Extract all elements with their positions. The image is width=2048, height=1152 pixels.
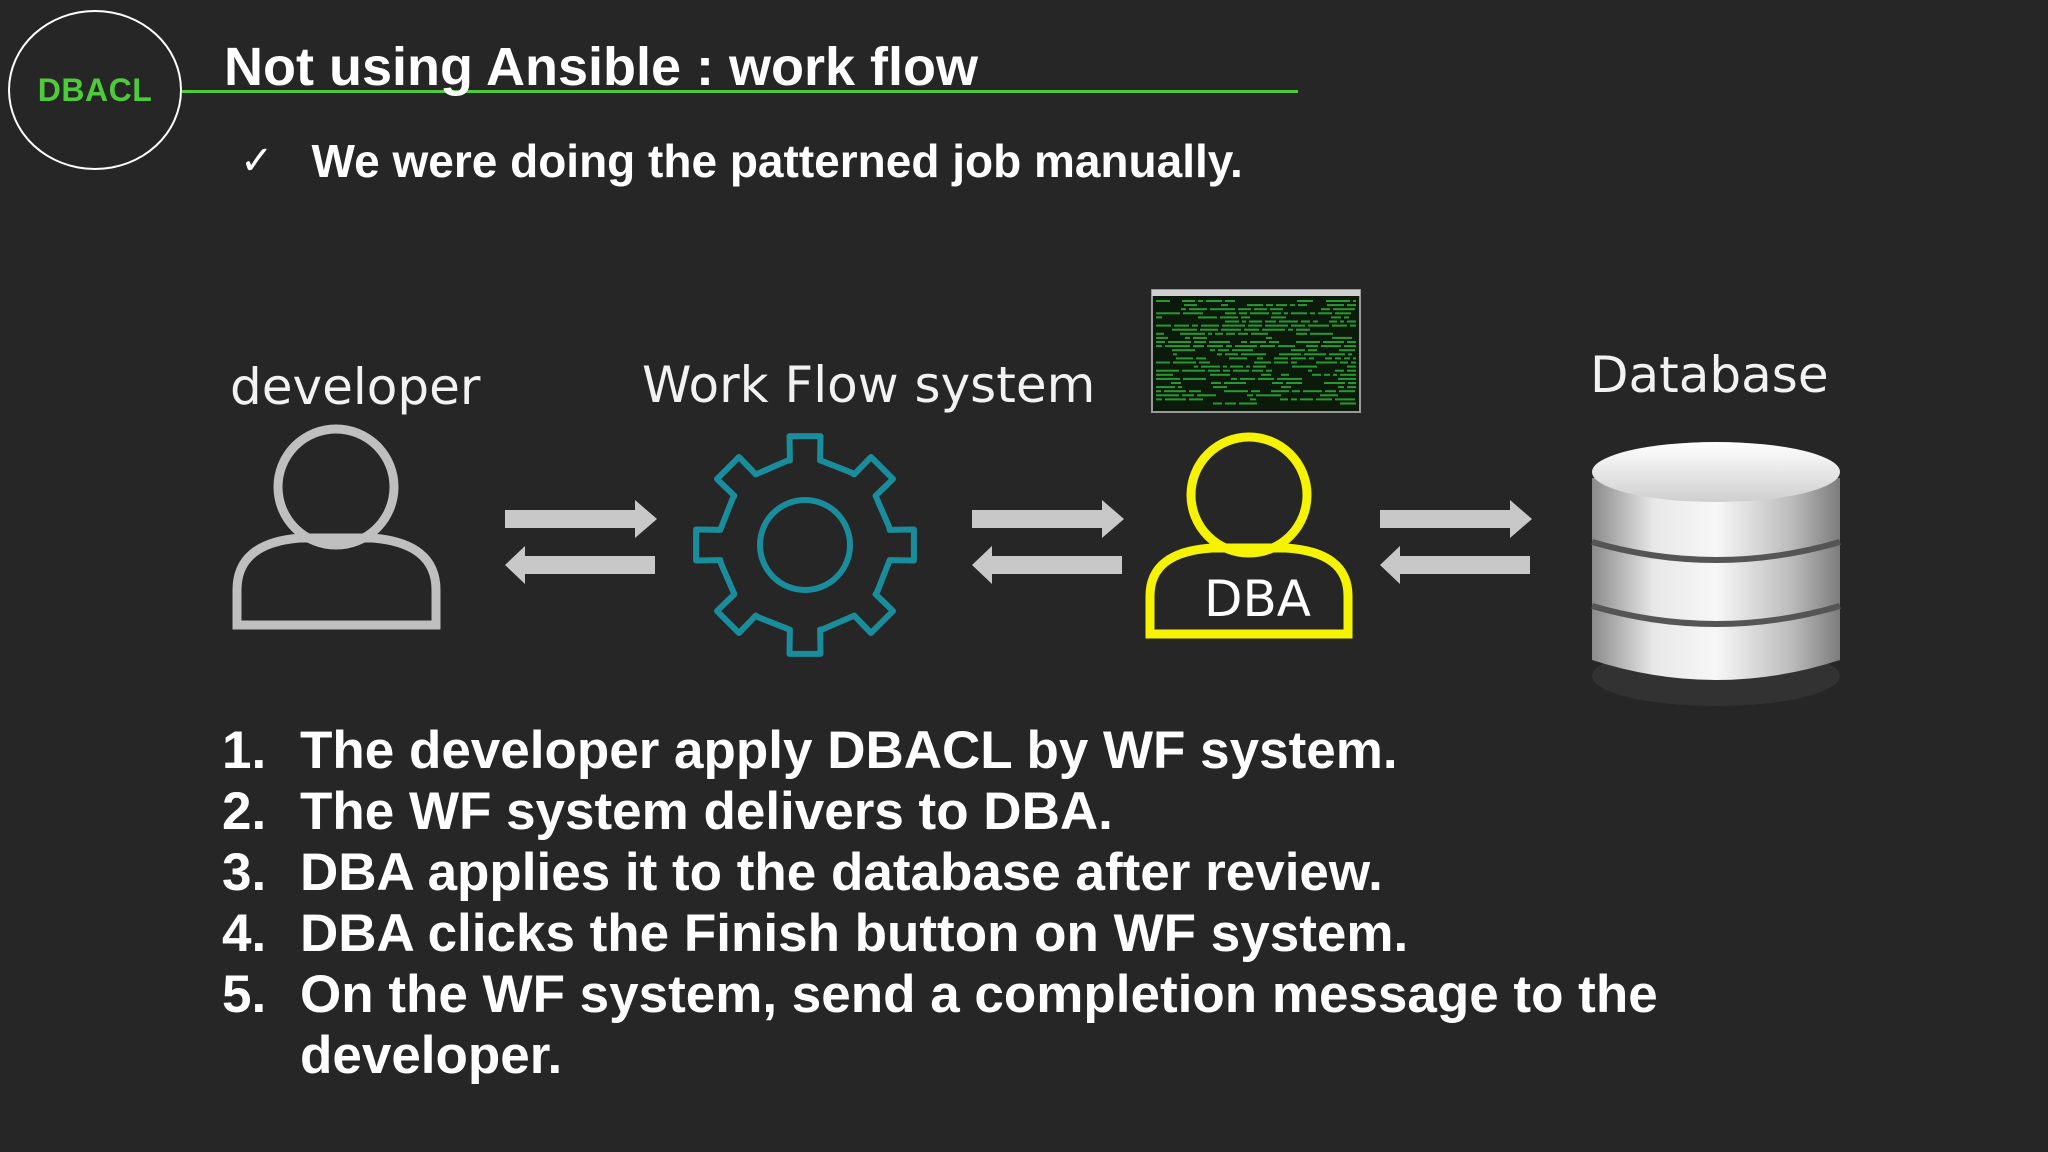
list-item: 2.The WF system delivers to DBA. <box>222 782 1113 841</box>
list-item: 5.On the WF system, send a completion me… <box>222 965 1658 1085</box>
list-item: 1.The developer apply DBACL by WF system… <box>222 721 1398 780</box>
badge-text: DBACL <box>37 71 153 108</box>
slide-subtitle: ✓ We were doing the patterned job manual… <box>240 134 1243 188</box>
terminal-screenshot <box>1151 289 1361 413</box>
double-arrow-icon <box>972 500 1124 584</box>
dba-person-icon <box>1145 432 1353 639</box>
workflow-label: Work Flow system <box>642 356 1096 414</box>
slide-title: Not using Ansible : work flow <box>224 37 978 97</box>
database-label: Database <box>1590 346 1829 404</box>
dba-label: DBA <box>1204 570 1312 628</box>
person-icon <box>232 424 441 630</box>
steps-list: 1.The developer apply DBACL by WF system… <box>222 720 1658 1086</box>
title-underline <box>182 90 1298 93</box>
check-icon: ✓ <box>240 138 274 184</box>
double-arrow-icon <box>1380 500 1532 584</box>
double-arrow-icon <box>505 500 657 584</box>
dbacl-badge: DBACL <box>8 10 182 170</box>
list-item: 3.DBA applies it to the database after r… <box>222 843 1383 902</box>
gear-icon <box>693 433 917 657</box>
list-item: 4.DBA clicks the Finish button on WF sys… <box>222 904 1409 963</box>
database-icon <box>1591 442 1841 706</box>
subtitle-text: We were doing the patterned job manually… <box>311 135 1243 187</box>
developer-label: developer <box>230 358 481 416</box>
